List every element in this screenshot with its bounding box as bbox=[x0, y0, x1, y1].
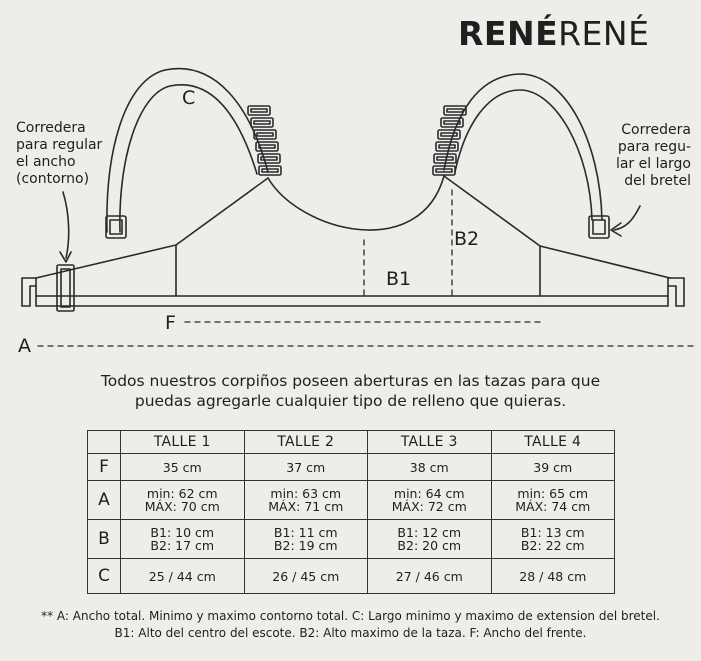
cell-b2: B2: 22 cm bbox=[520, 538, 585, 553]
label-f: F bbox=[165, 312, 176, 334]
band-slider-note-line: (contorno) bbox=[16, 171, 90, 187]
left-arrow-head bbox=[59, 251, 72, 263]
label-a: A bbox=[18, 335, 31, 357]
row-label-c: C bbox=[87, 558, 121, 594]
left-strap-slider bbox=[105, 215, 127, 239]
cell-b2: B2: 19 cm bbox=[273, 538, 338, 553]
cell-min: min: 63 cm bbox=[270, 486, 342, 501]
brand-logo-bold: RENÉ bbox=[458, 14, 559, 53]
bra-diagram bbox=[21, 67, 696, 347]
table-cell: 28 / 48 cm bbox=[490, 558, 615, 594]
footnote: ** A: Ancho total. Minimo y maximo conto… bbox=[0, 608, 701, 642]
cell-b1: B1: 10 cm bbox=[150, 525, 215, 540]
intro-line: Todos nuestros corpiños poseen aberturas… bbox=[100, 372, 601, 390]
table-header-row: TALLE 1 TALLE 2 TALLE 3 TALLE 4 bbox=[87, 430, 615, 454]
left-arrow-line bbox=[62, 191, 70, 259]
row-label-f: F bbox=[87, 453, 121, 481]
table-cell: 37 cm bbox=[243, 453, 368, 481]
left-strap bbox=[106, 67, 269, 233]
cell-b1: B1: 11 cm bbox=[273, 525, 338, 540]
band-slider bbox=[56, 264, 75, 312]
cell-max: MÁX: 70 cm bbox=[144, 499, 220, 514]
header-talle-1: TALLE 1 bbox=[120, 430, 245, 454]
right-strap-rings bbox=[432, 105, 467, 176]
right-hook bbox=[667, 277, 685, 307]
right-strap bbox=[443, 73, 603, 221]
right-arrow-line bbox=[613, 205, 641, 231]
table-cell: 27 / 46 cm bbox=[367, 558, 492, 594]
band-slider-note-line: para regular bbox=[16, 137, 103, 153]
table-cell: 39 cm bbox=[490, 453, 615, 481]
cell-b2: B2: 17 cm bbox=[150, 538, 215, 553]
intro-text: Todos nuestros corpiños poseen aberturas… bbox=[0, 371, 701, 411]
header-talle-2: TALLE 2 bbox=[243, 430, 368, 454]
band-slider-note-line: el ancho bbox=[16, 154, 76, 170]
right-wing-top bbox=[443, 175, 671, 279]
cell-b1: B1: 12 cm bbox=[397, 525, 462, 540]
neckline bbox=[267, 175, 445, 231]
label-c: C bbox=[182, 87, 196, 109]
right-strap-slider bbox=[588, 215, 610, 239]
band-slider-note: Corredera para regular el ancho (contorn… bbox=[16, 120, 102, 188]
left-strap-slider-inner bbox=[109, 219, 123, 235]
table-row: F 35 cm 37 cm 38 cm 39 cm bbox=[87, 453, 615, 481]
label-b2: B2 bbox=[454, 228, 480, 250]
table-cell: 25 / 44 cm bbox=[120, 558, 245, 594]
strap-slider-note-line: lar el largo bbox=[615, 156, 691, 172]
footnote-line: ** A: Ancho total. Minimo y maximo conto… bbox=[41, 609, 660, 623]
cell-min: min: 62 cm bbox=[146, 486, 218, 501]
table-cell: 35 cm bbox=[120, 453, 245, 481]
cell-max: MÁX: 74 cm bbox=[515, 499, 591, 514]
right-arrow-head bbox=[610, 222, 622, 237]
cell-max: MÁX: 71 cm bbox=[268, 499, 344, 514]
band-edge bbox=[35, 277, 669, 307]
strap-slider-note: Corredera para regu- lar el largo del br… bbox=[616, 122, 691, 190]
footnote-line: B1: Alto del centro del escote. B2: Alto… bbox=[114, 626, 587, 640]
left-wing-top bbox=[35, 177, 269, 279]
row-label-a: A bbox=[87, 480, 121, 520]
size-table: TALLE 1 TALLE 2 TALLE 3 TALLE 4 F 35 cm … bbox=[87, 430, 615, 594]
row-label-b: B bbox=[87, 519, 121, 559]
cell-min: min: 65 cm bbox=[517, 486, 589, 501]
left-strap-rings bbox=[247, 105, 282, 176]
cell-max: MÁX: 72 cm bbox=[391, 499, 467, 514]
cell-b1: B1: 13 cm bbox=[520, 525, 585, 540]
strap-slider-note-line: Corredera bbox=[621, 122, 691, 138]
right-strap-slider-inner bbox=[592, 219, 606, 235]
cell-min: min: 64 cm bbox=[393, 486, 465, 501]
table-row: C 25 / 44 cm 26 / 45 cm 27 / 46 cm 28 / … bbox=[87, 558, 615, 594]
band-slider-inner bbox=[60, 268, 71, 308]
intro-line: puedas agregarle cualquier tipo de relle… bbox=[134, 392, 567, 410]
brand-logo-light: RENÉ bbox=[558, 14, 650, 53]
brand-logo: RENÉRENÉ bbox=[458, 14, 649, 53]
header-talle-3: TALLE 3 bbox=[367, 430, 492, 454]
label-b1: B1 bbox=[386, 268, 412, 290]
strap-slider-note-line: para regu- bbox=[617, 139, 691, 155]
band-slider-note-line: Corredera bbox=[16, 120, 86, 136]
table-cell: 26 / 45 cm bbox=[243, 558, 368, 594]
strap-slider-note-line: del bretel bbox=[624, 173, 691, 189]
left-hook bbox=[21, 277, 37, 307]
header-talle-4: TALLE 4 bbox=[490, 430, 615, 454]
table-cell: 38 cm bbox=[367, 453, 492, 481]
table-corner bbox=[87, 430, 121, 454]
cell-b2: B2: 20 cm bbox=[397, 538, 462, 553]
